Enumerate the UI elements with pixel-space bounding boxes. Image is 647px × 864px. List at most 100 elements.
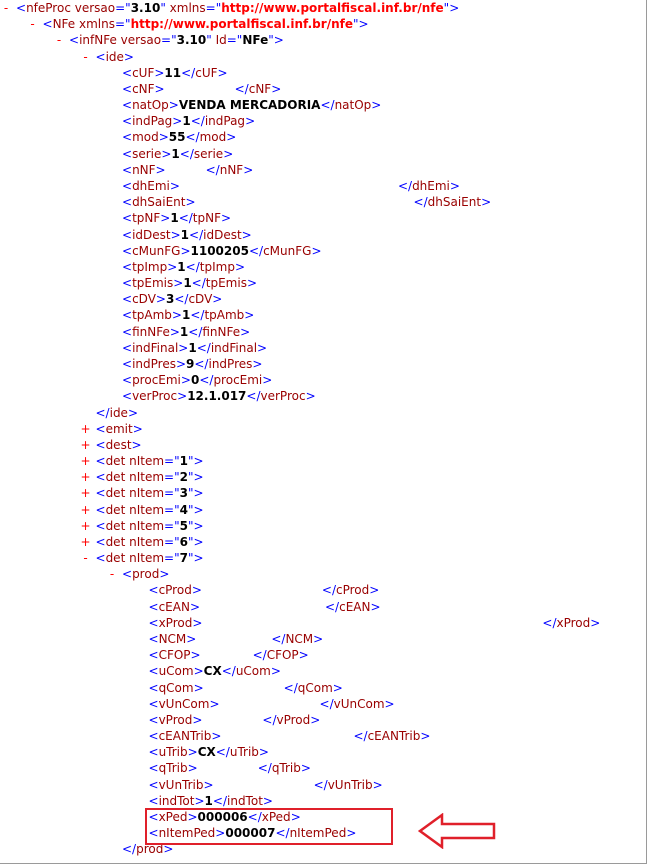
tag-name: ide: [109, 405, 128, 420]
tag-name: indPres: [132, 356, 176, 371]
attr-name: nItem: [129, 470, 165, 485]
tag-name: qCom: [297, 680, 333, 695]
expand-toggle[interactable]: +: [80, 454, 91, 469]
xml-node-content: <prod>: [122, 567, 170, 582]
expand-toggle[interactable]: +: [80, 518, 91, 533]
tag-name: cEANTrib: [367, 729, 421, 744]
collapse-toggle[interactable]: -: [83, 551, 88, 566]
xml-node-content: <ide>: [95, 49, 134, 64]
collapse-toggle[interactable]: -: [109, 567, 115, 582]
xml-node-content: <tpAmb>1</tpAmb>: [122, 308, 255, 323]
xml-node-content: <cUF>11</cUF>: [122, 65, 228, 80]
collapse-toggle[interactable]: -: [83, 49, 88, 64]
xml-node-content: <det nItem="4">: [95, 502, 204, 517]
tag-name: idDest: [132, 227, 171, 242]
tag-name: indFinal: [210, 340, 258, 355]
tag-name: cEAN: [339, 599, 371, 614]
tag-name: vProd: [158, 712, 193, 727]
tag-name: indPag: [132, 114, 173, 129]
xml-node-content: <cMunFG>1100205</cMunFG>: [122, 243, 322, 258]
tag-name: cEANTrib: [158, 729, 212, 744]
xml-node-content: <det nItem="3">: [95, 486, 204, 501]
xml-node-content: <uTrib>CX</uTrib>: [148, 745, 269, 760]
xml-node-content: <verProc>12.1.017</verProc>: [122, 389, 316, 404]
tag-name: indPres: [208, 356, 253, 371]
attr-value: 2: [179, 470, 188, 485]
xml-node-content: <emit>: [95, 421, 143, 436]
tag-name: NFe: [52, 17, 76, 32]
collapse-toggle[interactable]: -: [56, 33, 62, 48]
element-text: 1: [180, 227, 190, 242]
xml-node-content: <infNFe versao="3.10" Id="NFe">: [69, 33, 284, 48]
tag-name: procEmi: [213, 373, 263, 388]
expand-toggle[interactable]: +: [80, 534, 91, 549]
element-text: CX: [203, 664, 222, 679]
expand-toggle[interactable]: +: [80, 486, 91, 501]
tag-name: ide: [105, 49, 124, 64]
tag-name: serie: [193, 146, 224, 161]
tag-name: nfeProc: [26, 1, 71, 15]
collapse-toggle[interactable]: -: [30, 17, 35, 32]
expand-toggle[interactable]: +: [80, 470, 91, 485]
highlight-box: [145, 808, 393, 845]
xml-node-content: <cNF></cNF>: [122, 81, 282, 96]
tag-name: cDV: [188, 292, 213, 307]
element-text: 1: [182, 114, 191, 129]
attr-name: nItem: [129, 534, 165, 549]
tag-name: uTrib: [158, 745, 188, 760]
attr-value: 7: [179, 551, 188, 566]
tag-name: tpImp: [132, 259, 168, 274]
tag-name: CFOP: [266, 648, 299, 663]
xml-node-content: <dest>: [95, 437, 142, 452]
tag-name: cDV: [132, 292, 156, 307]
xml-node-content: <nfeProc versao="3.10" xmlns="http://www…: [16, 1, 460, 15]
xml-node-content: <vUnCom></vUnCom>: [148, 696, 395, 711]
expand-toggle[interactable]: +: [80, 421, 91, 436]
xml-node-content: <nNF></nNF>: [122, 162, 254, 177]
tag-name: tpAmb: [132, 308, 172, 323]
tag-name: det: [105, 502, 126, 517]
xml-node-content: <mod>55</mod>: [122, 130, 237, 145]
xml-node-content: <NFe xmlns="http://www.portalfiscal.inf.…: [42, 17, 369, 32]
xml-node-content: <dhEmi></dhEmi>: [122, 178, 460, 193]
xml-node-content: </prod>: [122, 842, 174, 857]
tag-name: cProd: [336, 583, 370, 598]
attr-value: 4: [179, 502, 188, 517]
xml-node-content: <cEANTrib></cEANTrib>: [148, 729, 431, 744]
tag-name: xProd: [556, 615, 591, 630]
tag-name: cProd: [158, 583, 192, 598]
xml-node-content: <nItemPed>000007</nItemPed>: [148, 826, 357, 841]
attr-name: xmlns: [79, 17, 115, 32]
tag-name: det: [105, 534, 126, 549]
tag-name: procEmi: [132, 373, 181, 388]
collapse-toggle[interactable]: -: [3, 1, 9, 15]
element-text: 9: [186, 356, 195, 371]
tag-name: tpEmis: [132, 276, 174, 291]
tag-name: xPed: [158, 810, 188, 824]
attr-value: 5: [179, 518, 188, 533]
tag-name: dhEmi: [412, 178, 450, 193]
tag-name: finNFe: [202, 324, 241, 339]
attr-value: 1: [179, 454, 188, 469]
tag-name: tpImp: [199, 259, 235, 274]
xml-node-content: <vUnTrib></vUnTrib>: [148, 777, 383, 792]
xml-node-content: <indPag>1</indPag>: [122, 114, 256, 129]
tag-name: xProd: [158, 615, 193, 630]
tag-name: indPag: [204, 114, 246, 129]
element-text: 1: [183, 276, 192, 291]
expand-toggle[interactable]: +: [80, 502, 91, 517]
tag-name: vUnCom: [158, 696, 210, 711]
tag-name: cNF: [132, 81, 155, 96]
tag-name: nNF: [219, 162, 244, 177]
tag-name: indTot: [158, 793, 195, 808]
attr-value: NFe: [242, 33, 269, 48]
attr-name: versao: [74, 1, 116, 15]
xml-node-content: <vProd></vProd>: [148, 712, 321, 727]
expand-toggle[interactable]: +: [80, 437, 91, 452]
xml-node-content: <tpImp>1</tpImp>: [122, 259, 245, 274]
tag-name: dhEmi: [132, 178, 170, 193]
tag-name: tpEmis: [205, 276, 247, 291]
xml-node-content: <qTrib></qTrib>: [148, 761, 311, 776]
xml-node-content: <CFOP></CFOP>: [148, 648, 309, 663]
element-text: 1: [188, 340, 197, 355]
